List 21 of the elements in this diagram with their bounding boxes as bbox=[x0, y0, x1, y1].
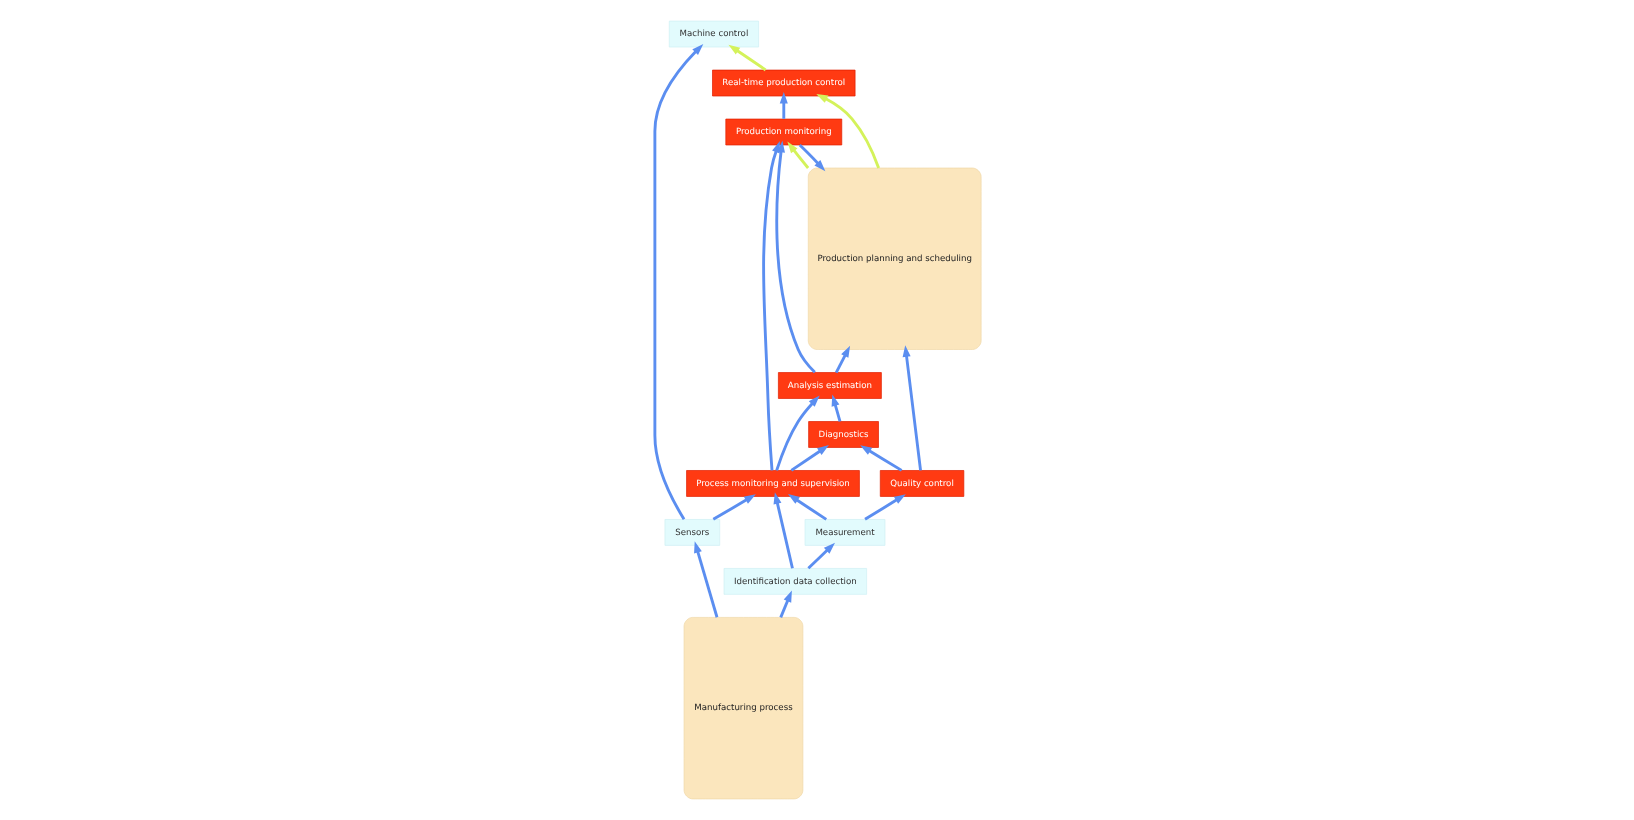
arrow bbox=[789, 445, 828, 472]
arrow bbox=[833, 345, 850, 374]
arrow bbox=[778, 91, 787, 119]
arrow bbox=[863, 494, 905, 521]
arrow bbox=[786, 141, 809, 169]
arrow bbox=[693, 541, 718, 618]
arrow bbox=[761, 141, 779, 471]
arrow bbox=[774, 140, 815, 374]
arrow bbox=[652, 43, 703, 520]
arrow bbox=[711, 494, 755, 521]
arrow bbox=[787, 494, 827, 521]
arrow bbox=[774, 395, 819, 471]
arrow bbox=[815, 94, 879, 169]
arrow bbox=[901, 345, 921, 471]
arrow bbox=[778, 590, 791, 618]
arrow bbox=[772, 492, 793, 569]
arrow bbox=[830, 394, 841, 422]
arrow bbox=[727, 44, 766, 72]
arrow bbox=[806, 542, 834, 570]
arrow bbox=[859, 445, 902, 472]
arrow bbox=[797, 144, 825, 172]
